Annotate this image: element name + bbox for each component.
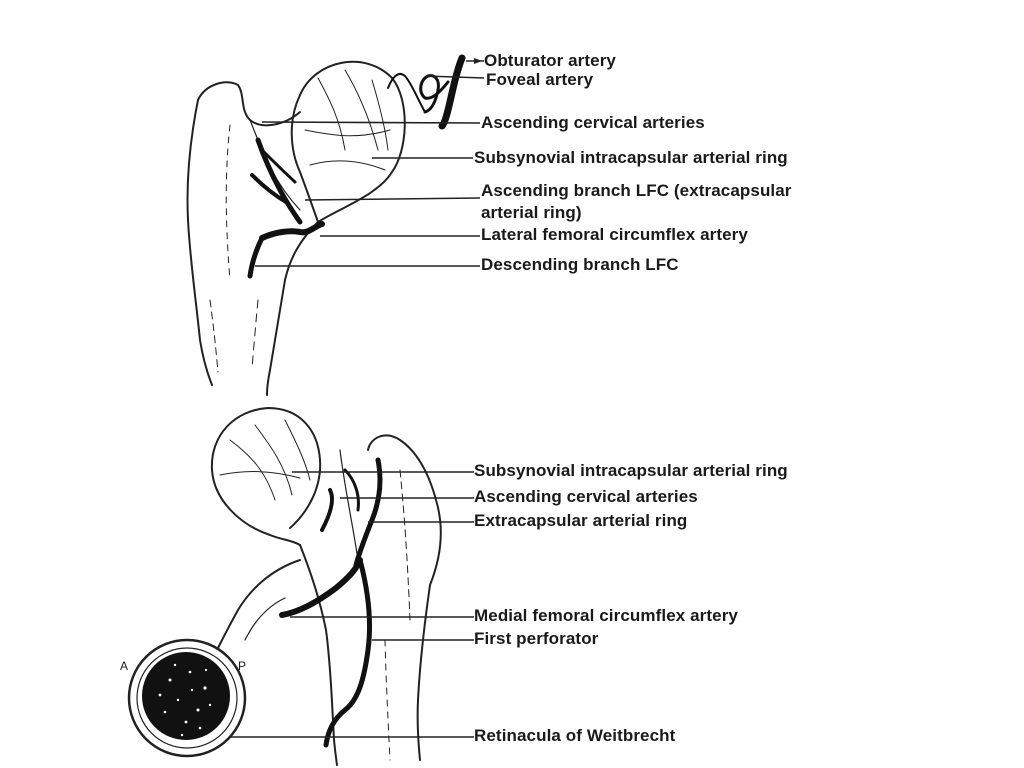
femoral-neck-cross-section	[127, 638, 247, 758]
obturator-arrowhead	[474, 58, 482, 64]
label-obturator-artery: Obturator artery	[484, 51, 616, 70]
label-descending-branch-lfc: Descending branch LFC	[481, 255, 679, 274]
label-ascending-branch-lfc-cont: arterial ring)	[481, 203, 582, 222]
label-extracapsular-ring: Extracapsular arterial ring	[474, 511, 688, 530]
label-lateral-femoral-circumflex: Lateral femoral circumflex artery	[481, 225, 748, 244]
marker-posterior: P	[238, 659, 247, 673]
bottom-arteries	[279, 457, 383, 748]
marker-anterior: A	[120, 659, 129, 673]
label-ascending-cervical-arteries-bottom: Ascending cervical arteries	[474, 487, 698, 506]
bottom-femur-drawing	[210, 407, 442, 766]
top-femur-drawing	[186, 60, 406, 396]
bottom-leader-lines	[230, 471, 474, 738]
label-foveal-artery: Foveal artery	[486, 70, 594, 89]
top-leader-lines	[255, 60, 485, 267]
label-medial-femoral-circumflex: Medial femoral circumflex artery	[474, 606, 738, 625]
label-subsynovial-ring-top: Subsynovial intracapsular arterial ring	[474, 148, 788, 167]
label-retinacula-of-weitbrecht: Retinacula of Weitbrecht	[474, 726, 676, 745]
label-ascending-cervical-arteries-top: Ascending cervical arteries	[481, 113, 705, 132]
label-subsynovial-ring-bottom: Subsynovial intracapsular arterial ring	[474, 461, 788, 480]
label-ascending-branch-lfc: Ascending branch LFC (extracapsular	[481, 181, 792, 200]
label-first-perforator: First perforator	[474, 629, 599, 648]
